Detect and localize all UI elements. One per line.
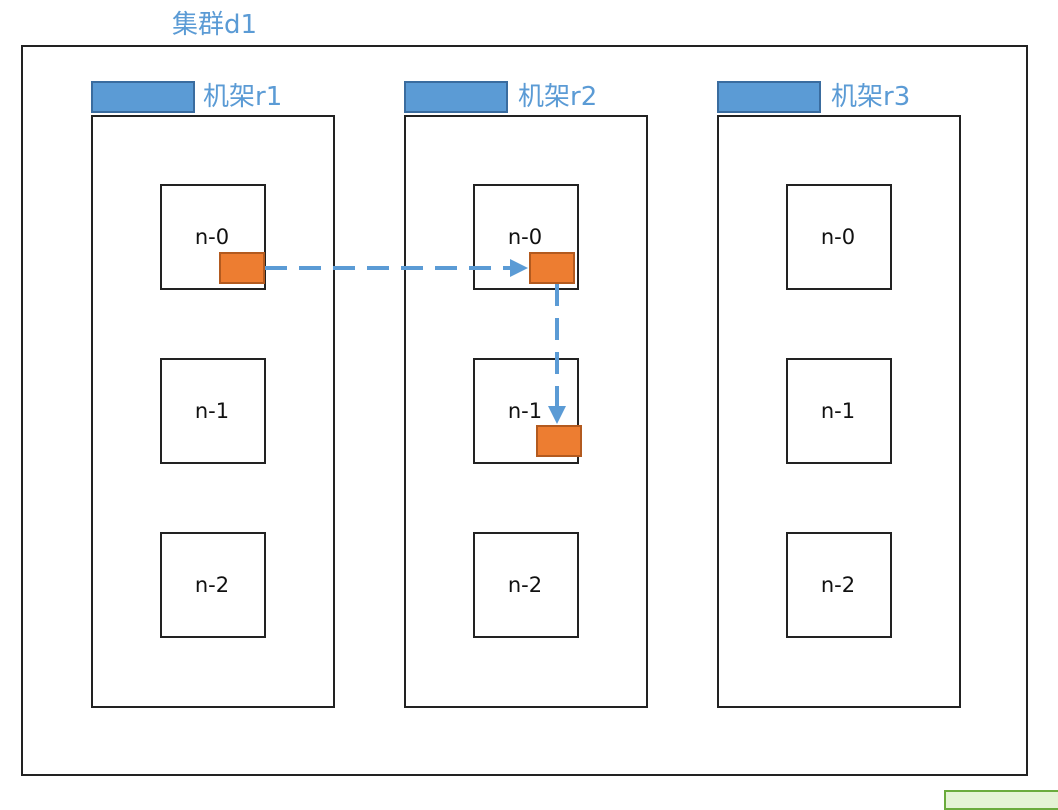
data-block-r2-n0 [529,252,575,284]
rack-r3-node-1-label: n-1 [820,399,856,423]
rack-r1-node-0-label: n-0 [194,225,230,249]
rack-r2-node-1-label: n-1 [507,399,543,423]
cluster-label: 集群d1 [172,10,258,40]
rack-r2-tab [404,81,508,113]
rack-r3-node-0-label: n-0 [820,225,856,249]
cluster-box [21,45,1028,776]
rack-r3-node-2 [786,532,892,638]
rack-r1-tab [91,81,195,113]
watermark [944,790,1058,810]
data-block-r2-n1 [536,425,582,457]
rack-r3-node-0 [786,184,892,290]
rack-r2-node-0-label: n-0 [507,225,543,249]
data-block-r1-n0 [219,252,265,284]
rack-r2-label: 机架r2 [518,82,598,112]
rack-r3-node-1 [786,358,892,464]
rack-r2-node-2-label: n-2 [507,573,543,597]
rack-r2-node-2 [473,532,579,638]
rack-r1-node-2 [160,532,266,638]
rack-r3-label: 机架r3 [831,82,911,112]
rack-r3-node-2-label: n-2 [820,573,856,597]
rack-r1-node-1-label: n-1 [194,399,230,423]
rack-r1-node-1 [160,358,266,464]
rack-r1-node-2-label: n-2 [194,573,230,597]
rack-r3-tab [717,81,821,113]
rack-r1-label: 机架r1 [203,82,283,112]
